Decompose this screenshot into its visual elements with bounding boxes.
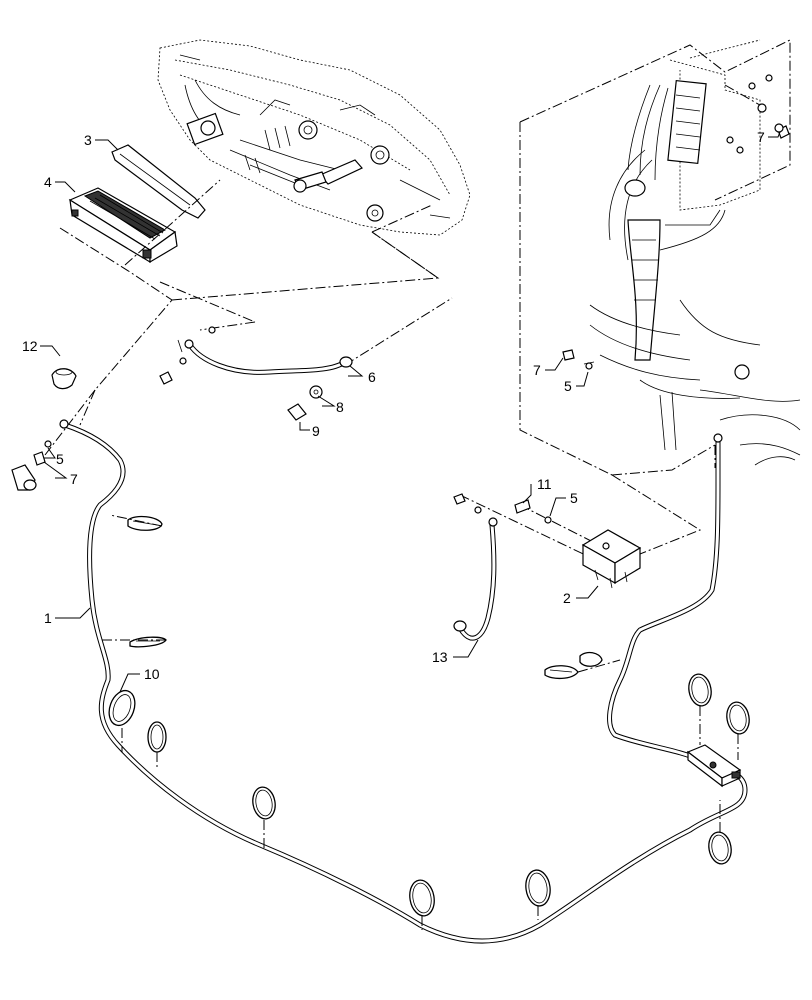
- callout-12: 12: [22, 338, 38, 354]
- clamp: [129, 636, 167, 648]
- relay-part-2: [581, 529, 642, 589]
- clamp: [544, 651, 603, 680]
- callout-5-right: 5: [564, 378, 572, 394]
- control-module-part-4: [68, 187, 178, 264]
- callout-8: 8: [336, 399, 344, 415]
- callout-4: 4: [44, 174, 52, 190]
- callout-labels: 3 4 12 5 7 6 8 9 1 10 13 11 5 2 7 5 7: [22, 129, 781, 693]
- clamp: [147, 721, 167, 753]
- clamp: [409, 879, 435, 917]
- callout-5-center: 5: [570, 490, 578, 506]
- mounting-bracket-assembly: [589, 39, 801, 466]
- clamp: [726, 701, 750, 735]
- cable-clamps: [100, 514, 750, 930]
- transmission-housing: [157, 39, 471, 236]
- callout-9: 9: [312, 423, 320, 439]
- gasket-part-3: [111, 144, 206, 219]
- callout-6: 6: [368, 369, 376, 385]
- callout-7-left: 7: [70, 471, 78, 487]
- clamp-part-10: [108, 689, 136, 727]
- main-wire-harness-part-1: [59, 419, 748, 944]
- clamp: [127, 515, 163, 531]
- callout-11: 11: [537, 476, 552, 492]
- clamp: [688, 673, 712, 707]
- ground-cable-part-6: [184, 339, 353, 375]
- ground-cable-part-13: [453, 517, 498, 641]
- callout-3: 3: [84, 132, 92, 148]
- callout-2: 2: [563, 590, 571, 606]
- callout-7-right: 7: [533, 362, 541, 378]
- callout-13: 13: [432, 649, 448, 665]
- clamp: [252, 786, 276, 820]
- callout-1: 1: [44, 610, 52, 626]
- callout-5-left: 5: [56, 451, 64, 467]
- clamp: [525, 869, 551, 907]
- callout-7-top: 7: [757, 129, 765, 145]
- callout-10: 10: [144, 666, 160, 682]
- hardware-fasteners: [11, 123, 790, 524]
- clamp: [708, 831, 732, 865]
